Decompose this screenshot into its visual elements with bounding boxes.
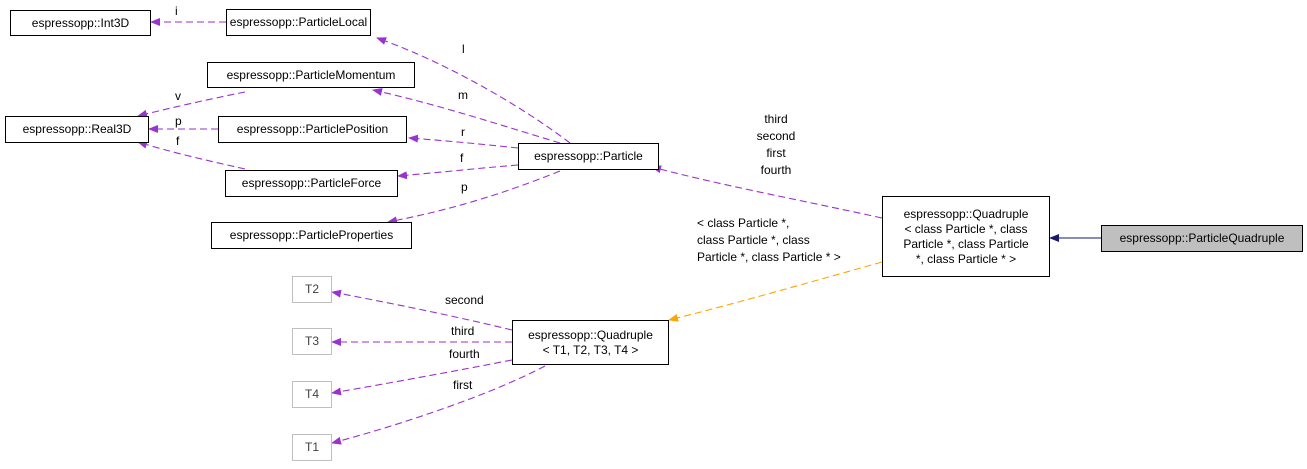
node-real3d-label: espressopp::Real3D [22, 122, 132, 136]
node-t3[interactable]: T3 [292, 328, 332, 355]
edge-label-f-real: f [176, 134, 180, 148]
edge-label-quad-first: first [766, 146, 786, 160]
node-t2[interactable]: T2 [292, 276, 332, 303]
node-particle-local-label: espressopp::ParticleLocal [229, 15, 368, 29]
edge-label-m: m [458, 88, 468, 102]
edge-particleforce-real3d [137, 140, 246, 170]
node-quadruple-particle-line-2: < class Particle *, class [904, 221, 1028, 236]
edge-label-template-args-2: class Particle *, class [697, 233, 810, 247]
node-t1[interactable]: T1 [292, 434, 332, 461]
edge-label-r: r [461, 125, 465, 139]
node-t1-label: T1 [304, 440, 319, 454]
edge-particle-particlelocal [376, 37, 571, 144]
edge-label-template-args: < class Particle *, class Particle *, cl… [697, 215, 841, 266]
edge-label-second: second [445, 293, 484, 307]
edge-quadruple-t2 [331, 289, 513, 331]
edge-label-i: i [175, 4, 178, 18]
node-quadruple-template-line-2: < T1, T2, T3, T4 > [542, 342, 639, 357]
edge-template-instantiation [668, 261, 883, 322]
node-particle-quadruple-label: espressopp::ParticleQuadruple [1119, 231, 1285, 245]
node-real3d[interactable]: espressopp::Real3D [5, 116, 149, 143]
node-particle-quadruple[interactable]: espressopp::ParticleQuadruple [1101, 225, 1303, 252]
edge-label-template-args-1: < class Particle *, [697, 216, 790, 230]
node-quadruple-particle-line-4: *, class Particle * > [915, 251, 1017, 266]
node-quadruple-template[interactable]: espressopp::Quadruple < T1, T2, T3, T4 > [512, 320, 669, 365]
node-particle-properties-label: espressopp::ParticleProperties [229, 228, 394, 242]
edge-label-v: v [175, 89, 181, 103]
node-quadruple-particle[interactable]: espressopp::Quadruple < class Particle *… [882, 196, 1050, 277]
edge-label-fourth: fourth [449, 347, 480, 361]
edge-label-quad-second: second [756, 129, 796, 143]
edge-label-p-real: p [175, 114, 182, 128]
edge-label-first: first [453, 378, 473, 392]
node-int3d-label: espressopp::Int3D [31, 15, 130, 30]
node-particle-label: espressopp::Particle [534, 149, 643, 163]
edge-label-quad-fourth: fourth [760, 163, 792, 177]
edge-particle-particleforce [397, 164, 519, 180]
node-t2-label: T2 [304, 282, 319, 296]
node-quadruple-template-line-1: espressopp::Quadruple [528, 327, 653, 342]
node-particle-momentum-label: espressopp::ParticleMomentum [226, 67, 396, 82]
node-particle-position-label: espressopp::ParticlePosition [236, 122, 389, 136]
node-quadruple-particle-line-1: espressopp::Quadruple [903, 206, 1029, 221]
node-particle-force-label: espressopp::ParticleForce [241, 176, 382, 190]
edge-label-third: third [451, 324, 475, 338]
node-particle-position[interactable]: espressopp::ParticlePosition [218, 116, 407, 143]
node-int3d[interactable]: espressopp::Int3D [10, 10, 151, 36]
node-particle-local[interactable]: espressopp::ParticleLocal [226, 9, 371, 36]
edge-quadruple-t4 [331, 359, 513, 396]
node-particle-force[interactable]: espressopp::ParticleForce [225, 170, 398, 197]
edge-particle-particlemomentum [372, 88, 561, 144]
edge-label-template-args-3: Particle *, class Particle * > [697, 250, 841, 264]
edge-quadruple-t1 [331, 365, 546, 445]
edge-particle-particleposition [408, 134, 519, 149]
node-particle-momentum[interactable]: espressopp::ParticleMomentum [207, 62, 415, 88]
edge-quadruple-particle [651, 165, 883, 219]
node-t4[interactable]: T4 [292, 381, 332, 408]
node-particle-properties[interactable]: espressopp::ParticleProperties [211, 222, 412, 249]
node-particle[interactable]: espressopp::Particle [518, 143, 659, 170]
edge-label-quad-members: third second first fourth [748, 111, 804, 179]
edge-label-f-force: f [460, 151, 464, 165]
edge-label-l: l [462, 42, 465, 56]
edge-particle-particleproperties [387, 170, 561, 225]
node-t3-label: T3 [304, 334, 319, 348]
edge-particlemomentum-real3d [137, 91, 246, 118]
node-t4-label: T4 [304, 387, 319, 401]
edge-label-quad-third: third [764, 112, 788, 126]
edge-label-p-props: p [461, 180, 468, 194]
node-quadruple-particle-line-3: Particle *, class Particle [903, 236, 1029, 251]
